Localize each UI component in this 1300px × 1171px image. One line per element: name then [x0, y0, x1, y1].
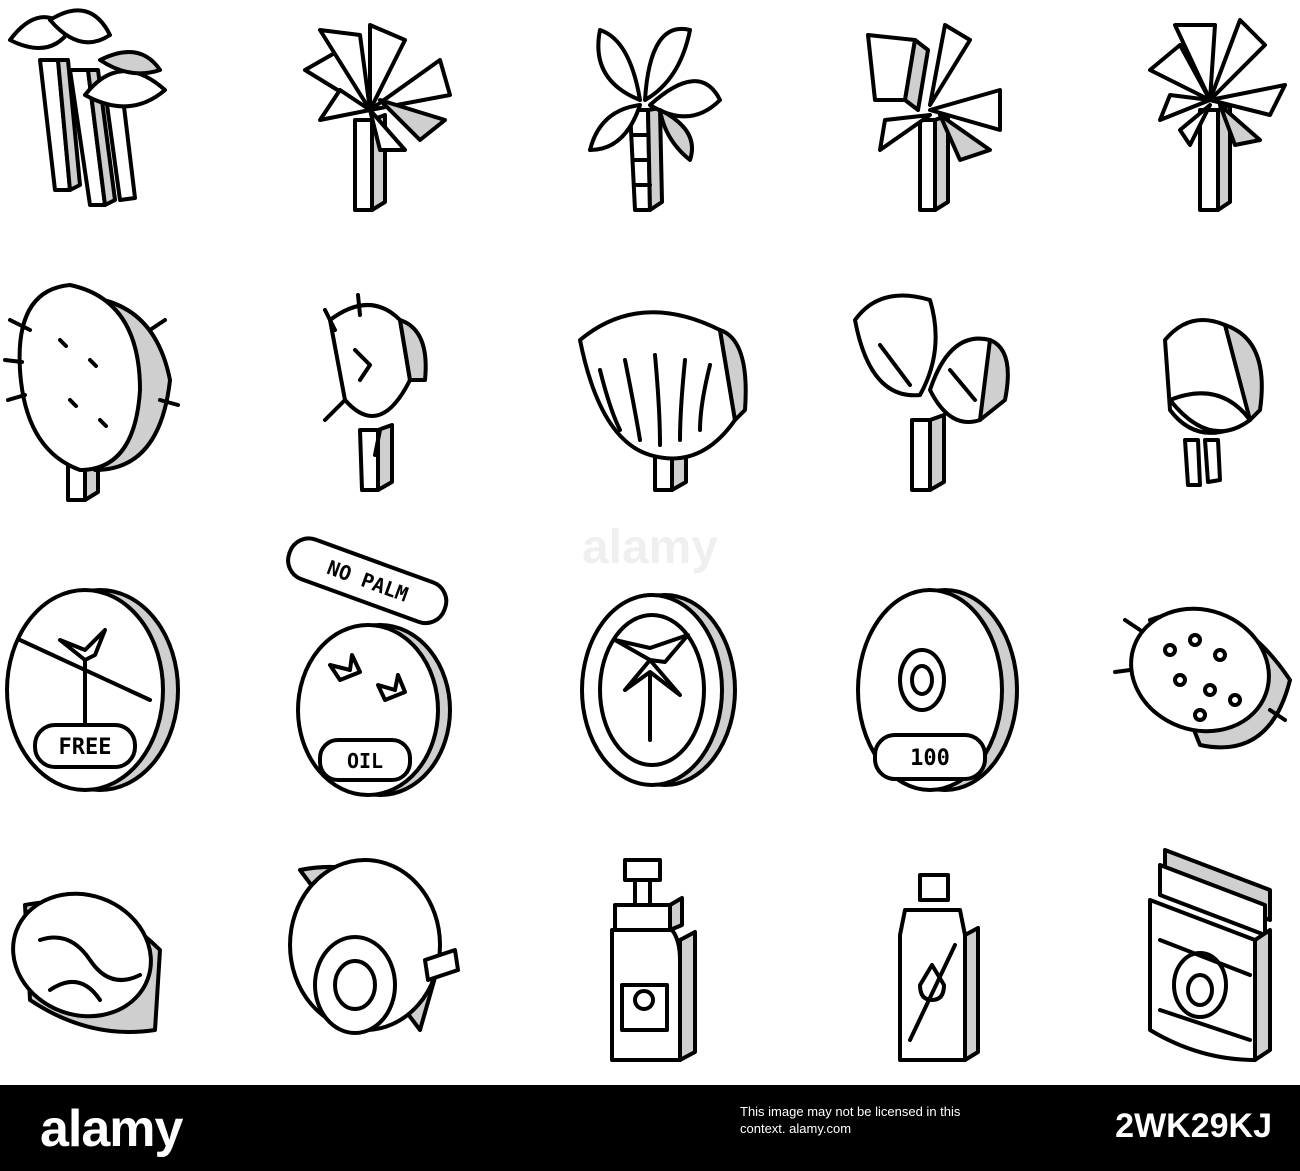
oil-pan-icon [288, 858, 460, 1035]
sago-palm-icon [323, 293, 428, 492]
license-note: This image may not be licensed in this c… [740, 1104, 961, 1136]
soap-bar-icon [11, 891, 162, 1034]
fountain-palm-icon [578, 310, 748, 492]
oil-bottle-icon [898, 873, 980, 1062]
oil-100-badge-icon: 100 [856, 588, 1019, 792]
palm-badge-icon [580, 593, 737, 787]
alamy-logo[interactable]: alamy [40, 1100, 183, 1158]
pump-bottle-icon [610, 858, 697, 1062]
oil-jar-icon [1148, 848, 1272, 1062]
broad-palm-icon [853, 293, 1010, 492]
banana-tree-icon [8, 8, 167, 207]
coconut-palm-icon [588, 26, 722, 212]
oil-label: OIL [347, 749, 383, 773]
no-palm-oil-badge-icon: NO PALM OIL [286, 536, 452, 797]
image-id: 2WK29KJ [1115, 1107, 1272, 1145]
shrub-palm-icon [1163, 318, 1264, 487]
icon-sheet: FREE NO PALM OIL 100 [3, 8, 1292, 1062]
free-label: FREE [59, 735, 112, 760]
footer-bar: alamy This image may not be licensed in … [0, 1085, 1300, 1171]
watermark: alamy [581, 521, 719, 574]
fan-palm-icon [866, 23, 1002, 212]
durian-tree-icon [3, 283, 180, 502]
hundred-label: 100 [910, 746, 950, 771]
date-palm-icon [1148, 18, 1287, 212]
palm-free-badge-icon: FREE [5, 588, 180, 792]
palm-fruit-bunch-icon [1113, 606, 1292, 750]
palm-tree-icon [303, 23, 452, 212]
